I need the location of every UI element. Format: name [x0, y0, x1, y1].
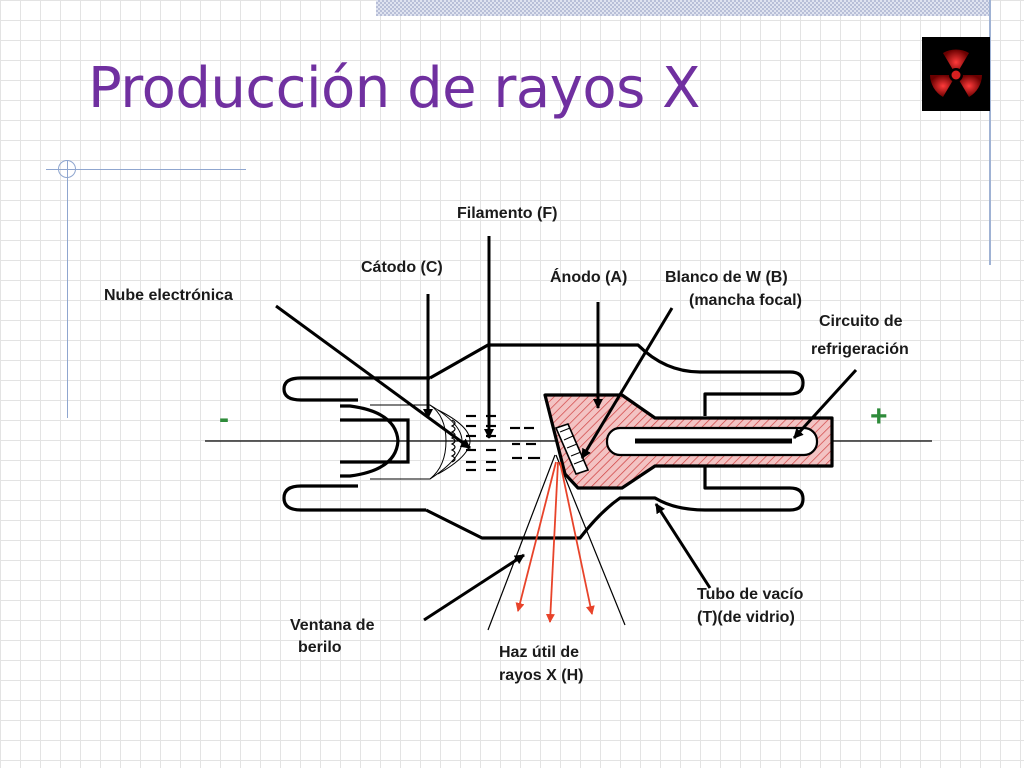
top-decorative-band	[376, 0, 990, 16]
cathode-label: Cátodo (C)	[361, 259, 443, 276]
window-label-line1: Ventana de	[290, 617, 375, 634]
positive-sign: +	[870, 400, 888, 433]
left-decorative-rule-horizontal	[46, 169, 246, 170]
cooling-leader	[792, 368, 858, 440]
window-leader	[423, 553, 525, 622]
vacuum-tube-outline	[282, 343, 805, 540]
leader-arrows	[275, 236, 858, 622]
vacuum-tube-label-line1: Tubo de vacío	[697, 586, 804, 603]
beam-label-line2: rayos X (H)	[499, 667, 584, 684]
left-decorative-rule-vertical	[67, 160, 68, 418]
anode-label: Ánodo (A)	[550, 269, 628, 286]
cooling-label-line1: Circuito de	[819, 313, 903, 330]
xray-beam-arrows	[515, 461, 595, 623]
window-label-line2: berilo	[298, 639, 342, 656]
filament-coil	[450, 419, 456, 463]
vacuum-tube-leader	[654, 503, 712, 589]
target-label-line1: Blanco de W (B)	[665, 269, 788, 286]
cathode-cup	[340, 404, 410, 478]
target-leader	[580, 307, 674, 459]
tungsten-target-hatch	[559, 427, 585, 465]
electron-stream	[466, 414, 540, 472]
radiation-icon	[922, 37, 990, 111]
decorative-ring	[58, 160, 76, 178]
electron-cloud-leader	[275, 304, 471, 450]
right-decorative-rule	[989, 0, 991, 265]
vacuum-tube-label-line2: (T)(de vidrio)	[697, 609, 795, 626]
cooling-label-line2: refrigeración	[811, 341, 909, 358]
slide-title: Producción de rayos X	[88, 56, 700, 121]
filament-label: Filamento (F)	[457, 205, 558, 222]
target-label-line2: (mancha focal)	[689, 292, 802, 309]
negative-sign: -	[219, 402, 229, 435]
beam-cone	[487, 454, 626, 631]
electron-cloud-label: Nube electrónica	[104, 287, 233, 304]
beam-label-line1: Haz útil de	[499, 644, 580, 661]
